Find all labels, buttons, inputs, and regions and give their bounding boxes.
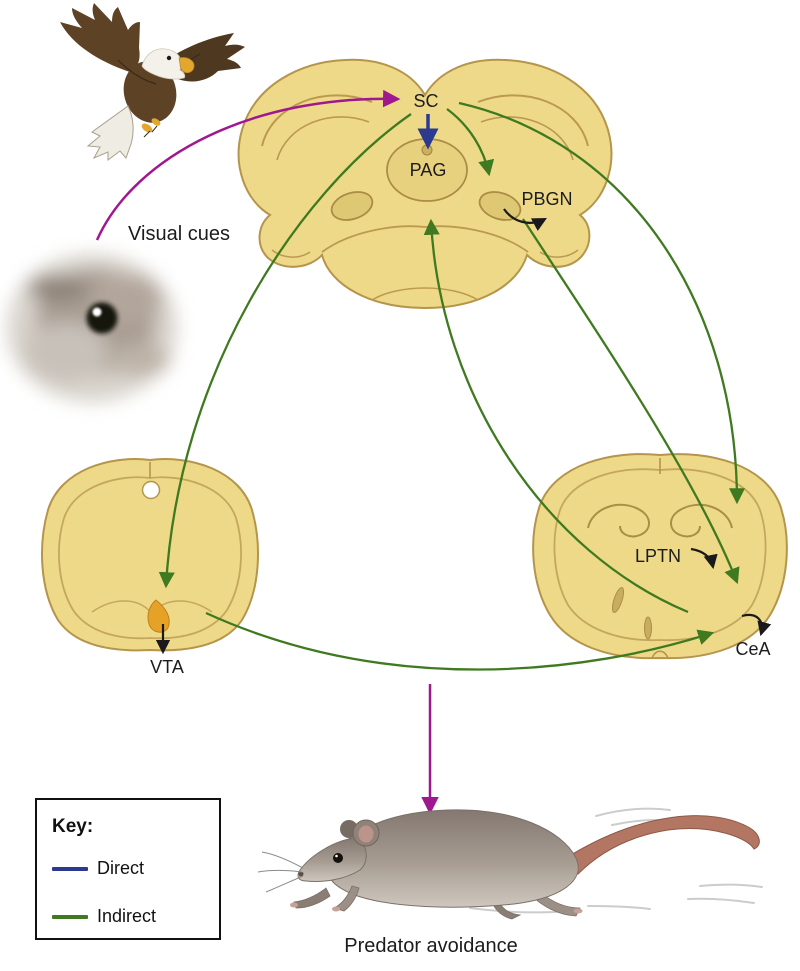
eagle-talons	[141, 123, 153, 133]
visual-cues-label: Visual cues	[128, 223, 230, 245]
legend-item-indirect: Indirect	[52, 906, 156, 927]
running-mouse-illustration	[257, 807, 763, 920]
arrow-pbgn-to-cea	[522, 218, 740, 585]
arrow-vta-to-cea	[205, 611, 715, 671]
mouse-whiskers	[257, 851, 304, 893]
mouse-eye	[333, 853, 343, 863]
vta-forebrain-section	[41, 458, 259, 652]
eagle-beak	[178, 57, 195, 74]
legend-box: Key: Direct Indirect	[35, 798, 221, 940]
eagle-head	[141, 48, 186, 80]
amygdala-section-outline	[532, 453, 788, 660]
eagle-illustration	[60, 3, 245, 161]
pag-label: PAG	[409, 160, 447, 180]
hippocampus-curl-left	[587, 503, 650, 538]
pbgn-label: PBGN	[521, 189, 573, 209]
mouse-nose	[298, 871, 304, 877]
vta-label: VTA	[150, 657, 184, 677]
mouse-tail	[565, 815, 760, 875]
lptn-label: LPTN	[634, 546, 682, 566]
eagle-eye	[166, 55, 172, 61]
amygdala-forebrain-section	[532, 453, 788, 660]
mouse-front-leg-forward	[293, 887, 331, 909]
arrow-cea-local	[741, 613, 772, 637]
arrow-visual-cues-to-sc	[95, 89, 401, 241]
hippocampus-curl-right	[670, 503, 733, 538]
legend-item-indirect-label: Indirect	[97, 906, 157, 926]
arrow-pbgn-local	[503, 208, 547, 231]
arrow-cea-to-pag	[423, 218, 689, 614]
legend-item-direct-label: Direct	[97, 858, 145, 878]
ventricle-hole	[141, 480, 161, 500]
arrow-sc-to-pbgn	[446, 108, 495, 177]
vta-section-outline	[41, 458, 259, 652]
arrow-lptn-local	[690, 547, 718, 570]
predator-avoidance-label: Predator avoidance	[344, 935, 518, 957]
indirect-line-swatch	[52, 914, 88, 919]
mouse-front-leg-back	[332, 885, 360, 912]
legend-title: Key:	[52, 816, 94, 837]
direct-line-swatch	[52, 866, 88, 871]
sc-label: SC	[413, 91, 439, 111]
eagle-tail	[86, 105, 134, 161]
cea-label: CeA	[735, 639, 771, 659]
pbg-nucleus-shape	[330, 191, 374, 221]
eagle-left-wing	[60, 3, 140, 72]
arrow-sc-to-lptn	[458, 101, 746, 505]
blurred-eye-illustration	[7, 254, 177, 402]
arrow-sc-to-vta	[158, 113, 412, 589]
pathway-arrows	[95, 89, 772, 815]
legend-item-direct: Direct	[52, 858, 144, 879]
